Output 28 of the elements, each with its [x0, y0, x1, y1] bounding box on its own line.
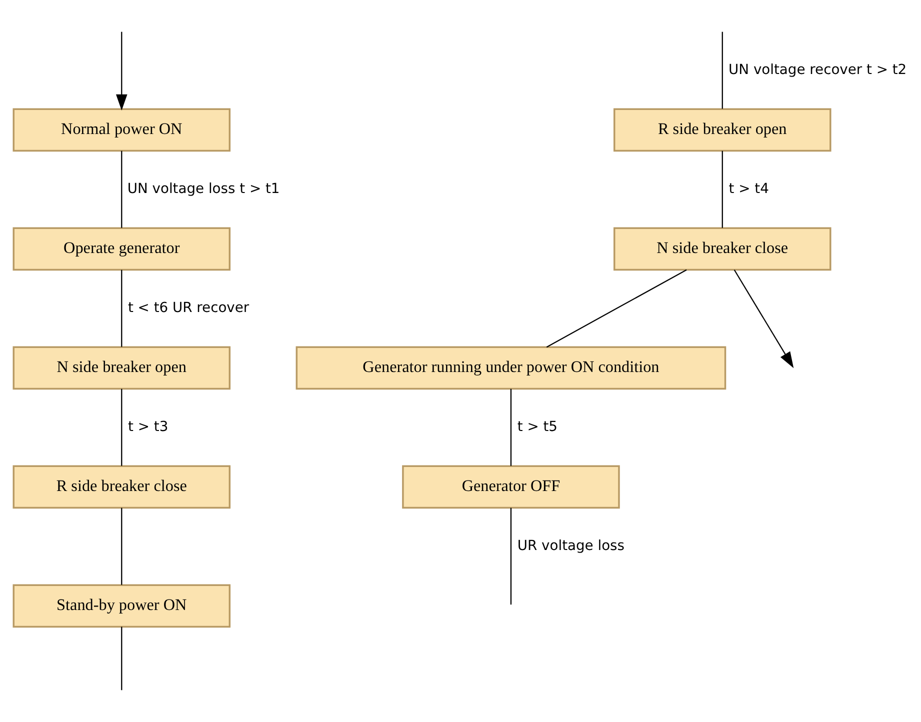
connector — [120, 388, 122, 466]
edge-label: t > t5 — [516, 419, 557, 436]
connector — [510, 508, 512, 605]
edge-label: t < t6 UR recover — [127, 300, 249, 316]
node-box: Operate generator — [12, 227, 230, 271]
connector — [120, 626, 122, 690]
connector — [120, 508, 122, 585]
edge-label: t > t4 — [728, 181, 768, 198]
connector — [721, 150, 722, 228]
node-box: Normal power ON — [12, 108, 230, 152]
edge-label: t > t3 — [128, 419, 168, 436]
arrow — [115, 32, 127, 111]
connector — [120, 270, 122, 347]
edge-label: UR voltage loss — [516, 538, 624, 554]
node-box: Stand-by power ON — [12, 584, 230, 628]
connector — [546, 269, 686, 348]
edge-label: UN voltage loss t > t1 — [126, 181, 280, 198]
node-box: Generator OFF — [402, 465, 620, 509]
node-box: R side breaker close — [12, 465, 230, 509]
connector — [721, 32, 722, 109]
edge-label: UN voltage recover t > t2 — [728, 62, 906, 78]
connector — [120, 150, 122, 228]
node-box: R side breaker open — [613, 108, 831, 152]
node-box: N side breaker close — [613, 227, 831, 271]
node-box: N side breaker open — [12, 346, 230, 390]
node-box: Generator running under power ON condition — [295, 346, 726, 390]
arrow — [733, 270, 794, 368]
connector — [510, 388, 512, 466]
